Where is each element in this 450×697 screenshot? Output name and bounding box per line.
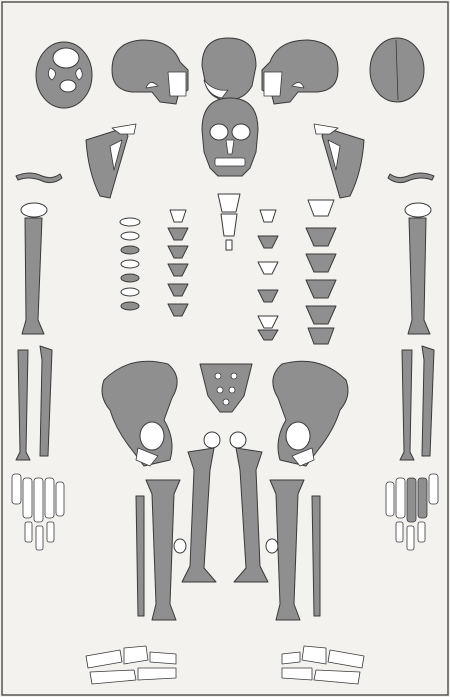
thoracic-vertebrae-left-column [168, 210, 188, 316]
humerus-right [405, 203, 431, 334]
cervical-vertebrae [120, 218, 140, 310]
ulna-right [422, 346, 434, 456]
fibula-left [136, 496, 144, 616]
hand-left [12, 474, 64, 550]
patella-right [266, 539, 278, 553]
cranium-superior-view [370, 38, 424, 102]
cranium-anterior-view [202, 98, 258, 176]
cranium-left-lateral [112, 40, 188, 104]
femur-right [230, 432, 268, 582]
radius-left [16, 350, 30, 460]
femur-left [182, 432, 220, 582]
clavicle-left [16, 173, 62, 183]
ulna-left [40, 346, 52, 456]
scapula-right [314, 124, 364, 198]
lumbar-vertebrae [306, 200, 336, 344]
scapula-left [86, 124, 136, 198]
os-coxae-right [273, 361, 348, 466]
cranium-posterior-view [202, 38, 256, 100]
cranium-basal-view [36, 42, 92, 108]
radius-right [400, 350, 414, 460]
hand-right [386, 474, 438, 550]
humerus-left [21, 203, 47, 334]
sacrum [200, 364, 252, 412]
patella-left [174, 539, 186, 553]
foot-left [86, 646, 176, 684]
fibula-right [312, 496, 320, 616]
cranium-right-lateral [262, 40, 338, 104]
clavicle-right [388, 173, 434, 183]
foot-right [282, 646, 364, 684]
sternum [218, 194, 240, 250]
os-coxae-left [102, 361, 177, 466]
thoracic-vertebrae-right-column [258, 210, 278, 340]
